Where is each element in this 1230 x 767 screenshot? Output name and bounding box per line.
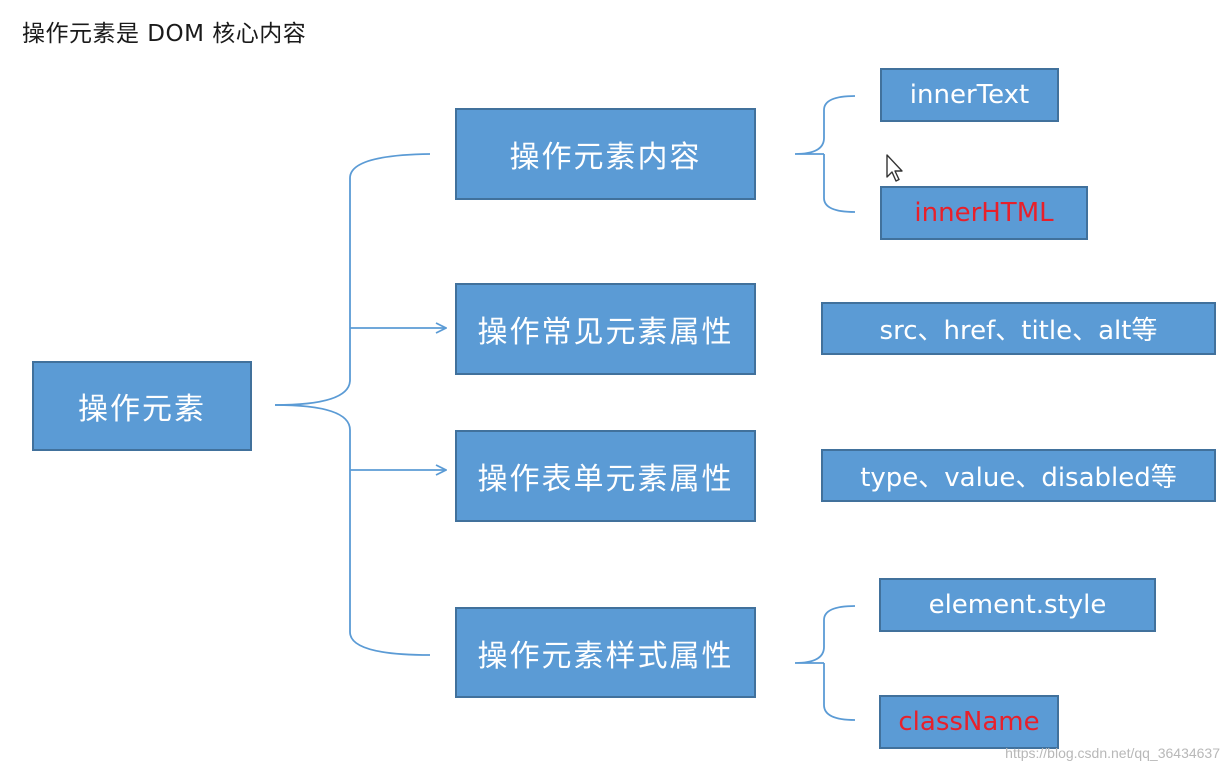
leaf-innertext: innerText bbox=[880, 68, 1059, 122]
branch-form-attrs-label: 操作表单元素属性 bbox=[477, 462, 734, 497]
branch-common-attrs: 操作常见元素属性 bbox=[455, 283, 756, 375]
leaf-form-attrs-label: type、value、disabled等 bbox=[860, 463, 1177, 493]
leaf-element-style: element.style bbox=[879, 578, 1156, 632]
root-label: 操作元素 bbox=[78, 392, 206, 427]
leaf-element-style-label: element.style bbox=[928, 590, 1107, 620]
content-brace bbox=[794, 95, 856, 213]
mouse-pointer-icon bbox=[886, 154, 903, 182]
leaf-common-attrs: src、href、title、alt等 bbox=[821, 302, 1216, 355]
root-node: 操作元素 bbox=[32, 361, 252, 451]
leaf-innerhtml: innerHTML bbox=[880, 186, 1088, 240]
page-title: 操作元素是 DOM 核心内容 bbox=[22, 21, 307, 47]
branch-style-attrs: 操作元素样式属性 bbox=[455, 607, 756, 698]
branch-content: 操作元素内容 bbox=[455, 108, 756, 200]
branch-content-label: 操作元素内容 bbox=[509, 140, 702, 175]
leaf-innertext-label: innerText bbox=[909, 80, 1030, 110]
leaf-classname: className bbox=[879, 695, 1059, 749]
leaf-common-attrs-label: src、href、title、alt等 bbox=[879, 316, 1158, 346]
branch-style-attrs-label: 操作元素样式属性 bbox=[477, 638, 734, 674]
leaf-classname-label: className bbox=[898, 707, 1040, 737]
watermark: https://blog.csdn.net/qq_36434637 bbox=[1005, 745, 1220, 761]
leaf-form-attrs: type、value、disabled等 bbox=[821, 449, 1216, 502]
branch-form-attrs: 操作表单元素属性 bbox=[455, 430, 756, 522]
style-brace bbox=[794, 605, 856, 721]
main-brace-lower bbox=[274, 404, 431, 656]
main-brace bbox=[274, 153, 431, 406]
branch-common-attrs-label: 操作常见元素属性 bbox=[477, 315, 734, 350]
leaf-innerhtml-label: innerHTML bbox=[914, 198, 1054, 228]
